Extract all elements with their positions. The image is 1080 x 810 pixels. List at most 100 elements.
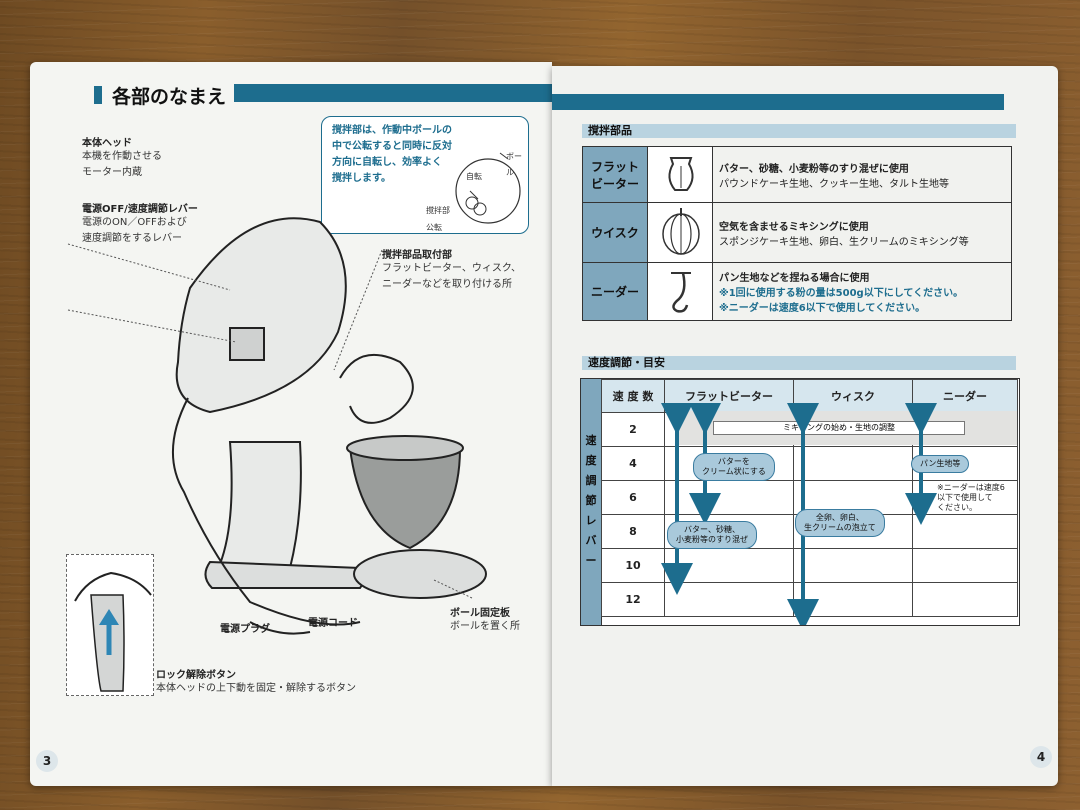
part-desc: ニーダーなどを取り付ける所 xyxy=(382,279,512,290)
side-char: 速 xyxy=(585,434,597,447)
part-desc: 速度調節をするレバー xyxy=(82,233,182,244)
attachment-image xyxy=(647,262,713,321)
note-line: 生クリームの泡立て xyxy=(804,523,876,532)
speed-header: ニーダー xyxy=(912,379,1018,413)
note-line: パン生地等 xyxy=(920,459,961,468)
right-page: 撹拌部品 フラットビーター バター、砂糖、小麦粉等のすり混ぜに使用 パウンドケー… xyxy=(552,66,1058,786)
part-desc: フラットビーター、ウィスク、 xyxy=(382,263,521,274)
part-label-bowl-plate: ボール固定板 ボールを置く所 xyxy=(450,604,520,635)
callout-text: 撹拌部は、作動中ボールの 中で公転すると同時に反対 方向に自転し、効率よく 撹拌… xyxy=(332,123,452,187)
side-char: 調 xyxy=(585,474,597,487)
revolution-label: 公転 xyxy=(426,223,442,232)
attachment-name: ニーダー xyxy=(582,262,648,321)
title-bar xyxy=(234,84,554,102)
attachment-name: ウイスク xyxy=(582,202,648,263)
section2-title: 速度調節・目安 xyxy=(588,356,665,369)
speed-value: 6 xyxy=(601,480,665,515)
name-line: ニーダー xyxy=(590,285,639,299)
mixer-label: 撹拌部 xyxy=(426,206,450,215)
desc-line: バター、砂糖、小麦粉等のすり混ぜに使用 xyxy=(719,163,909,175)
attachment-image xyxy=(647,202,713,263)
attachment-row: ニーダー パン生地などを捏ねる場合に使用 ※1回に使用する粉の量は500g以下に… xyxy=(582,262,1012,321)
note-line: ※ニーダーは速度6 xyxy=(937,483,1005,492)
side-char: レ xyxy=(585,514,597,527)
flat-beater-icon xyxy=(668,157,694,191)
part-name: 電源OFF/速度調節レバー xyxy=(82,204,198,215)
name-line: ビーター xyxy=(590,176,639,191)
butter-sugar-note: バター、砂糖、 小麦粉等のすり混ぜ xyxy=(667,521,757,549)
butter-cream-note: バターを クリーム状にする xyxy=(693,453,775,481)
part-desc: モーター内蔵 xyxy=(82,167,142,178)
desc-line: ※ニーダーは速度6以下で使用してください。 xyxy=(719,303,926,314)
page-title: 各部のなまえ xyxy=(112,86,227,108)
desc-line: パン生地などを捏ねる場合に使用 xyxy=(719,273,870,284)
part-name: ボール固定板 xyxy=(450,608,510,619)
note-line: 以下で使用して xyxy=(937,493,993,502)
attachment-desc: バター、砂糖、小麦粉等のすり混ぜに使用 パウンドケーキ生地、クッキー生地、タルト… xyxy=(712,146,1012,203)
section1-bar: 撹拌部品 xyxy=(582,124,1016,138)
part-desc: 本機を作動させる xyxy=(82,151,162,162)
part-name: ロック解除ボタン xyxy=(156,670,236,681)
note-line: クリーム状にする xyxy=(702,467,766,476)
part-label-plug: 電源プラグ xyxy=(220,624,270,635)
dough-note: パン生地等 xyxy=(911,455,970,473)
side-char: ー xyxy=(585,554,597,567)
whisk-icon xyxy=(662,208,700,255)
note-line: ください。 xyxy=(937,503,977,512)
part-desc: ボールを置く所 xyxy=(450,621,520,632)
title-marker xyxy=(94,86,102,104)
section1-title: 撹拌部品 xyxy=(588,124,632,137)
note-line: バターを xyxy=(717,457,750,466)
callout-line: 撹拌部は、作動中ボールの xyxy=(332,125,452,136)
name-line: ウイスク xyxy=(591,226,639,240)
desc-line: 空気を含ませるミキシングに使用 xyxy=(719,221,869,233)
part-name: 本体ヘッド xyxy=(82,138,132,149)
attachment-desc: パン生地などを捏ねる場合に使用 ※1回に使用する粉の量は500g以下にしてくださ… xyxy=(712,262,1012,321)
side-char: 節 xyxy=(585,494,597,507)
bowl-diagram-icon xyxy=(455,152,521,224)
speed-table: 速 度 調 節 レ バ ー 速 度 数 フラットビーター ウィスク ニーダー 2… xyxy=(580,378,1020,626)
kneader-speed-note: ※ニーダーは速度6 以下で使用して ください。 xyxy=(937,483,1005,513)
attachment-image xyxy=(647,146,713,203)
speed-header: 速 度 数 xyxy=(601,379,665,413)
attachment-row: ウイスク 空気を含ませるミキシングに使用 スポンジケーキ生地、卵白、生クリームの… xyxy=(582,202,1012,263)
callout-line: 撹拌します。 xyxy=(332,173,391,184)
part-label-head: 本体ヘッド 本機を作動させる モーター内蔵 xyxy=(82,134,162,181)
lock-button-detail-icon xyxy=(74,571,152,692)
attachment-row: フラットビーター バター、砂糖、小麦粉等のすり混ぜに使用 パウンドケーキ生地、ク… xyxy=(582,146,1012,203)
part-label-lever: 電源OFF/速度調節レバー 電源のON／OFFおよび 速度調節をするレバー xyxy=(82,200,198,247)
attachment-desc: 空気を含ませるミキシングに使用 スポンジケーキ生地、卵白、生クリームのミキシング… xyxy=(712,202,1012,263)
desc-line: パウンドケーキ生地、クッキー生地、タルト生地等 xyxy=(719,178,949,190)
part-desc: 本体ヘッドの上下動を固定・解除するボタン xyxy=(156,683,356,694)
side-char: バ xyxy=(585,534,597,547)
whisk-note: 全卵、卵白、 生クリームの泡立て xyxy=(795,509,885,537)
note-line: バター、砂糖、 xyxy=(684,525,740,534)
part-desc: 電源のON／OFFおよび xyxy=(82,217,187,228)
callout-box: 撹拌部は、作動中ボールの 中で公転すると同時に反対 方向に自転し、効率よく 撹拌… xyxy=(321,116,529,234)
section2-bar: 速度調節・目安 xyxy=(582,356,1016,370)
attachments-table: フラットビーター バター、砂糖、小麦粉等のすり混ぜに使用 パウンドケーキ生地、ク… xyxy=(582,146,1012,321)
desc-line: ※1回に使用する粉の量は500g以下にしてください。 xyxy=(719,288,964,299)
attachment-name: フラットビーター xyxy=(582,146,648,203)
stand-mixer-illustration xyxy=(67,217,487,635)
lock-button-inset xyxy=(66,554,154,696)
side-char: 度 xyxy=(585,454,597,467)
note-line: 小麦粉等のすり混ぜ xyxy=(676,535,748,544)
note-line: 全卵、卵白、 xyxy=(815,513,864,522)
part-label-attachment-hub: 撹拌部品取付部 フラットビーター、ウィスク、 ニーダーなどを取り付ける所 xyxy=(382,246,521,293)
speed-value: 12 xyxy=(601,582,665,617)
title-bar-right xyxy=(552,94,1004,110)
part-name: 撹拌部品取付部 xyxy=(382,250,452,261)
mixing-start-bar: ミキシングの始め・生地の調整 xyxy=(713,421,965,435)
rotation-label: 自転 xyxy=(466,172,482,181)
left-page: 各部のなまえ 撹拌部は、作動中ボールの 中で公転すると同時に反対 方向に自転し、… xyxy=(30,62,554,786)
desc-line: スポンジケーキ生地、卵白、生クリームのミキシング等 xyxy=(719,236,969,248)
callout-line: 中で公転すると同時に反対 xyxy=(332,141,452,152)
name-line: フラット xyxy=(590,159,639,174)
page-number-right: 4 xyxy=(1030,746,1052,768)
page-number-left: 3 xyxy=(36,750,58,772)
callout-line: 方向に自転し、効率よく xyxy=(332,157,442,168)
part-label-lock-button: ロック解除ボタン 本体ヘッドの上下動を固定・解除するボタン xyxy=(156,666,356,697)
dough-hook-icon xyxy=(671,272,691,313)
bowl-label: ボール xyxy=(506,152,522,177)
